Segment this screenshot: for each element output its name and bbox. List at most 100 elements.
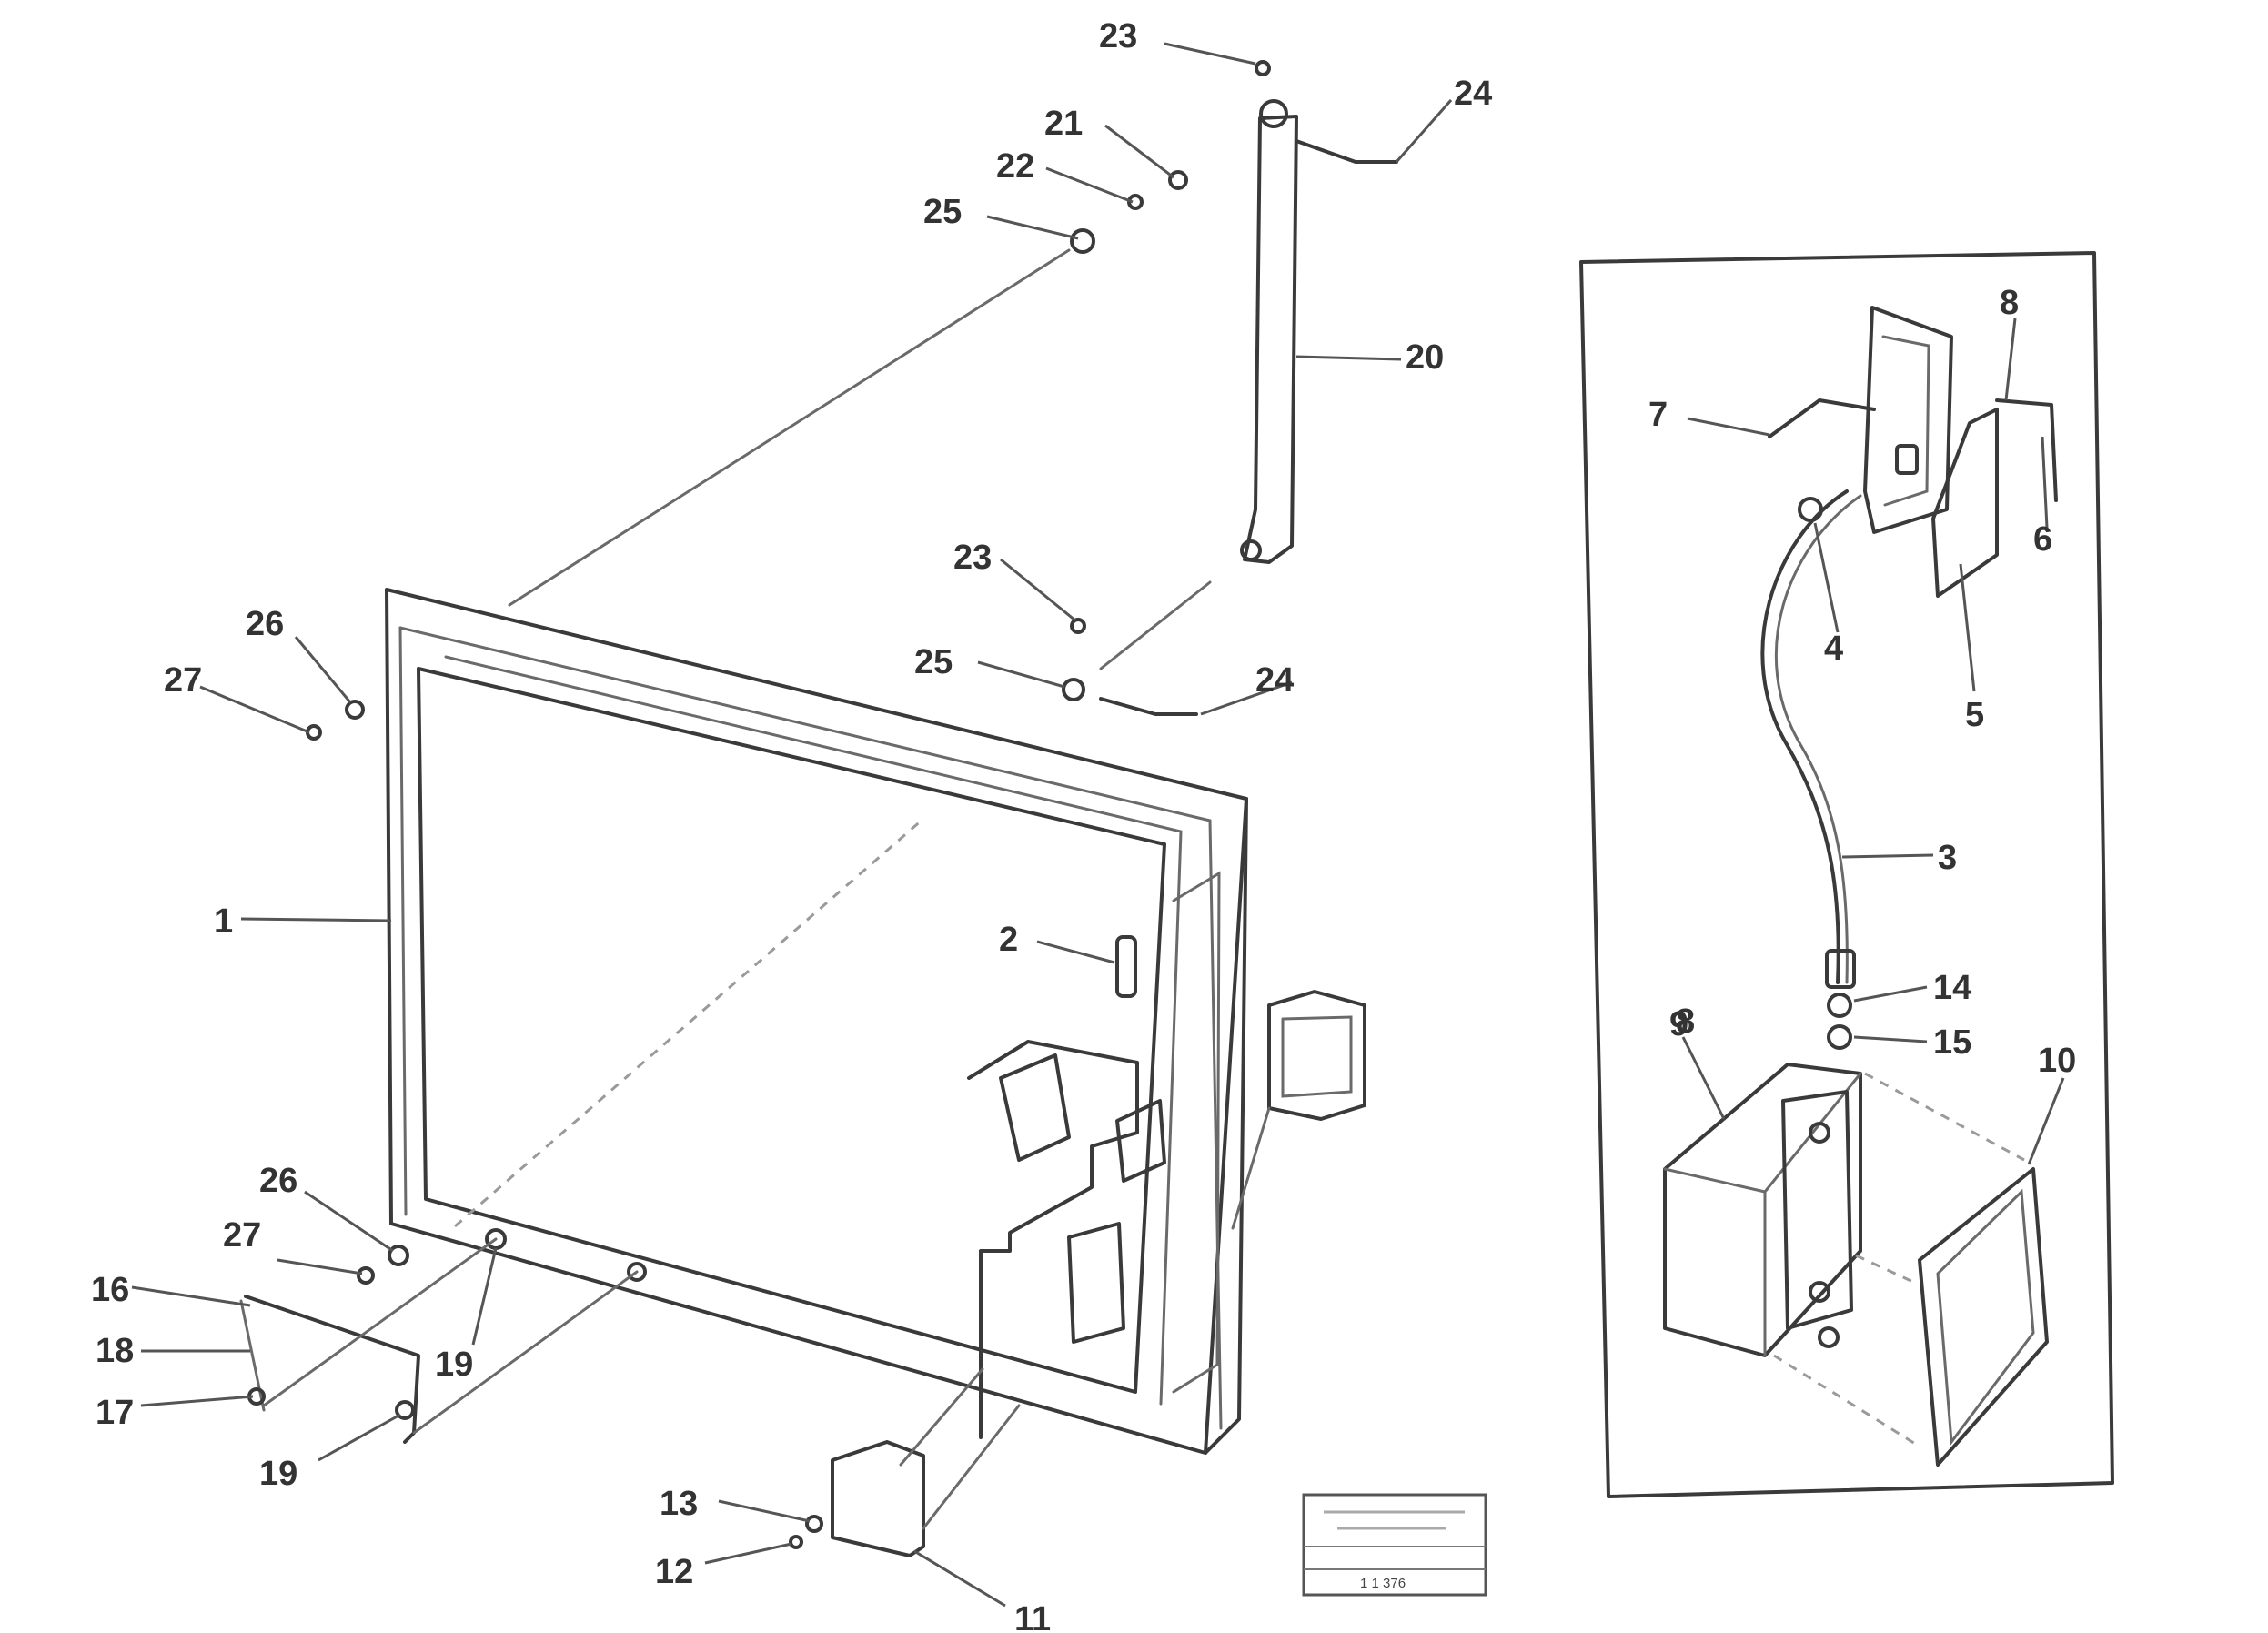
actuator-box-edge: [1663, 1167, 1767, 1357]
callout-22: 22: [996, 147, 1034, 186]
gasket-frame-inner: [1936, 1188, 2035, 1447]
nut-23-lower: [1070, 618, 1086, 634]
lock-housing: [1863, 306, 1953, 534]
callout-2: 2: [999, 921, 1018, 959]
dashed-reference-line: [454, 817, 924, 1228]
inset-callout-9: 9: [1669, 1005, 1688, 1043]
callout-20: 20: [1406, 338, 1444, 377]
callout-16: 16: [91, 1271, 129, 1309]
lock-side-plate: [1931, 408, 1999, 598]
lock-bracket-assembly: [967, 935, 1366, 1439]
inset-callout-7: 7: [1648, 396, 1668, 434]
bolt-25-top: [1070, 228, 1095, 254]
actuator-mount-plate: [1781, 1090, 1853, 1330]
window-pane-inner: [417, 667, 1166, 1394]
inset-callout-10: 10: [2038, 1042, 2076, 1080]
callout-25-lower: 25: [914, 643, 953, 681]
support-rod: [1243, 115, 1298, 564]
lock-pin-6: [1995, 398, 2058, 502]
lower-left-bracket: [239, 1228, 647, 1444]
drawing-stamp: 1 1 376: [1302, 1493, 1487, 1597]
callout-21: 21: [1044, 105, 1083, 143]
callout-17: 17: [96, 1394, 134, 1432]
inset-callout-8-lower: 8: [1676, 1003, 1695, 1041]
window-frame-outer: [385, 588, 1248, 1455]
clip-guide: [922, 1404, 1021, 1530]
inset-callout-8-top: 8: [2000, 284, 2019, 322]
window-frame-assembly: [385, 248, 1248, 1455]
callout-19-lower: 19: [259, 1455, 297, 1493]
callout-12: 12: [655, 1553, 693, 1591]
cable-ferrule: [1825, 949, 1856, 989]
screw-26-lower: [388, 1245, 409, 1266]
rod-guide-line: [1099, 580, 1212, 670]
cable-washer-15: [1827, 1024, 1852, 1050]
callout-1: 1: [214, 902, 233, 941]
bottom-clip-assembly: [789, 1367, 1021, 1557]
rod-top-eye: [1259, 99, 1288, 128]
lock-housing-face: [1881, 335, 1930, 507]
callout-labels: 23 24 21 22 25 20 23 25 24 26 27 1 2 26 …: [91, 17, 1492, 1633]
washer-27-top: [306, 724, 322, 741]
inset-border: [1579, 251, 2114, 1498]
clip-guide-2: [899, 1367, 984, 1467]
pin-24-top: [1295, 139, 1398, 164]
inset-callout-6: 6: [2033, 520, 2052, 559]
side-cover-guide: [1231, 1106, 1271, 1230]
inset-leader-lines: [1681, 318, 2065, 1165]
callout-18-left: 18: [96, 1332, 134, 1370]
support-rod-assembly: [306, 60, 1398, 741]
hinge-line: [239, 1299, 266, 1412]
bracket-guide-2: [412, 1270, 639, 1435]
upper-reference-line: [508, 248, 1071, 607]
inset-callout-labels: 8 7 6 5 4 3 9 14 8 15 10: [1648, 284, 2076, 1080]
lock-cylinder: [1115, 1099, 1166, 1183]
bottom-clip: [831, 1440, 925, 1557]
lock-lever-7: [1768, 398, 1876, 438]
inset-detail: [1579, 251, 2114, 1498]
side-cover-inner: [1281, 1015, 1353, 1098]
nut-23-top: [1255, 60, 1271, 76]
actuator-screw-b: [1809, 1281, 1830, 1303]
control-cable-inner: [1774, 494, 1862, 984]
callout-23-top: 23: [1099, 17, 1137, 55]
callout-27-top: 27: [164, 661, 202, 700]
bolt-25-lower: [1062, 678, 1085, 701]
washer-18: [627, 1262, 647, 1282]
gasket-frame: [1918, 1167, 2049, 1467]
catch-plate: [1067, 1222, 1125, 1344]
frame-top-rail: [398, 626, 1223, 1430]
washer-27-lower: [357, 1266, 375, 1285]
frame-inner-rail: [444, 655, 1183, 1406]
callout-23-lower: 23: [953, 539, 992, 577]
cable-nut-14: [1827, 993, 1852, 1018]
bracket-tab: [999, 1053, 1071, 1162]
callout-25-top: 25: [923, 193, 962, 231]
frame-left-rail: [398, 626, 408, 1216]
inset-callout-5: 5: [1965, 696, 1984, 734]
washer-21: [1168, 170, 1188, 190]
callout-24-lower: 24: [1255, 661, 1294, 700]
inset-guide-1: [1864, 1072, 2025, 1162]
rod-bottom-eye: [1240, 539, 1262, 561]
nut-19-lower: [395, 1400, 415, 1420]
callout-19-mid: 19: [435, 1346, 473, 1384]
callout-27-lower: 27: [223, 1216, 261, 1255]
pin-24-lower: [1099, 697, 1198, 716]
actuator-box: [1663, 1063, 1862, 1357]
frame-side-slot: [1172, 871, 1221, 1394]
inset-callout-14: 14: [1933, 969, 1971, 1007]
screw-26-top: [345, 700, 365, 720]
actuator-screw-a: [1809, 1122, 1830, 1144]
stamp-code: 1 1 376: [1360, 1576, 1406, 1591]
clip-washer-12: [789, 1535, 803, 1549]
callout-24-top: 24: [1454, 75, 1492, 113]
inset-callout-3: 3: [1938, 839, 1957, 877]
lock-key-slot: [1895, 444, 1919, 475]
bracket-guide: [262, 1237, 498, 1407]
inset-guide-3: [1855, 1254, 1916, 1285]
inset-callout-4: 4: [1824, 630, 1843, 668]
clip-screw-13: [805, 1515, 823, 1533]
hinge-bracket: [244, 1295, 420, 1444]
